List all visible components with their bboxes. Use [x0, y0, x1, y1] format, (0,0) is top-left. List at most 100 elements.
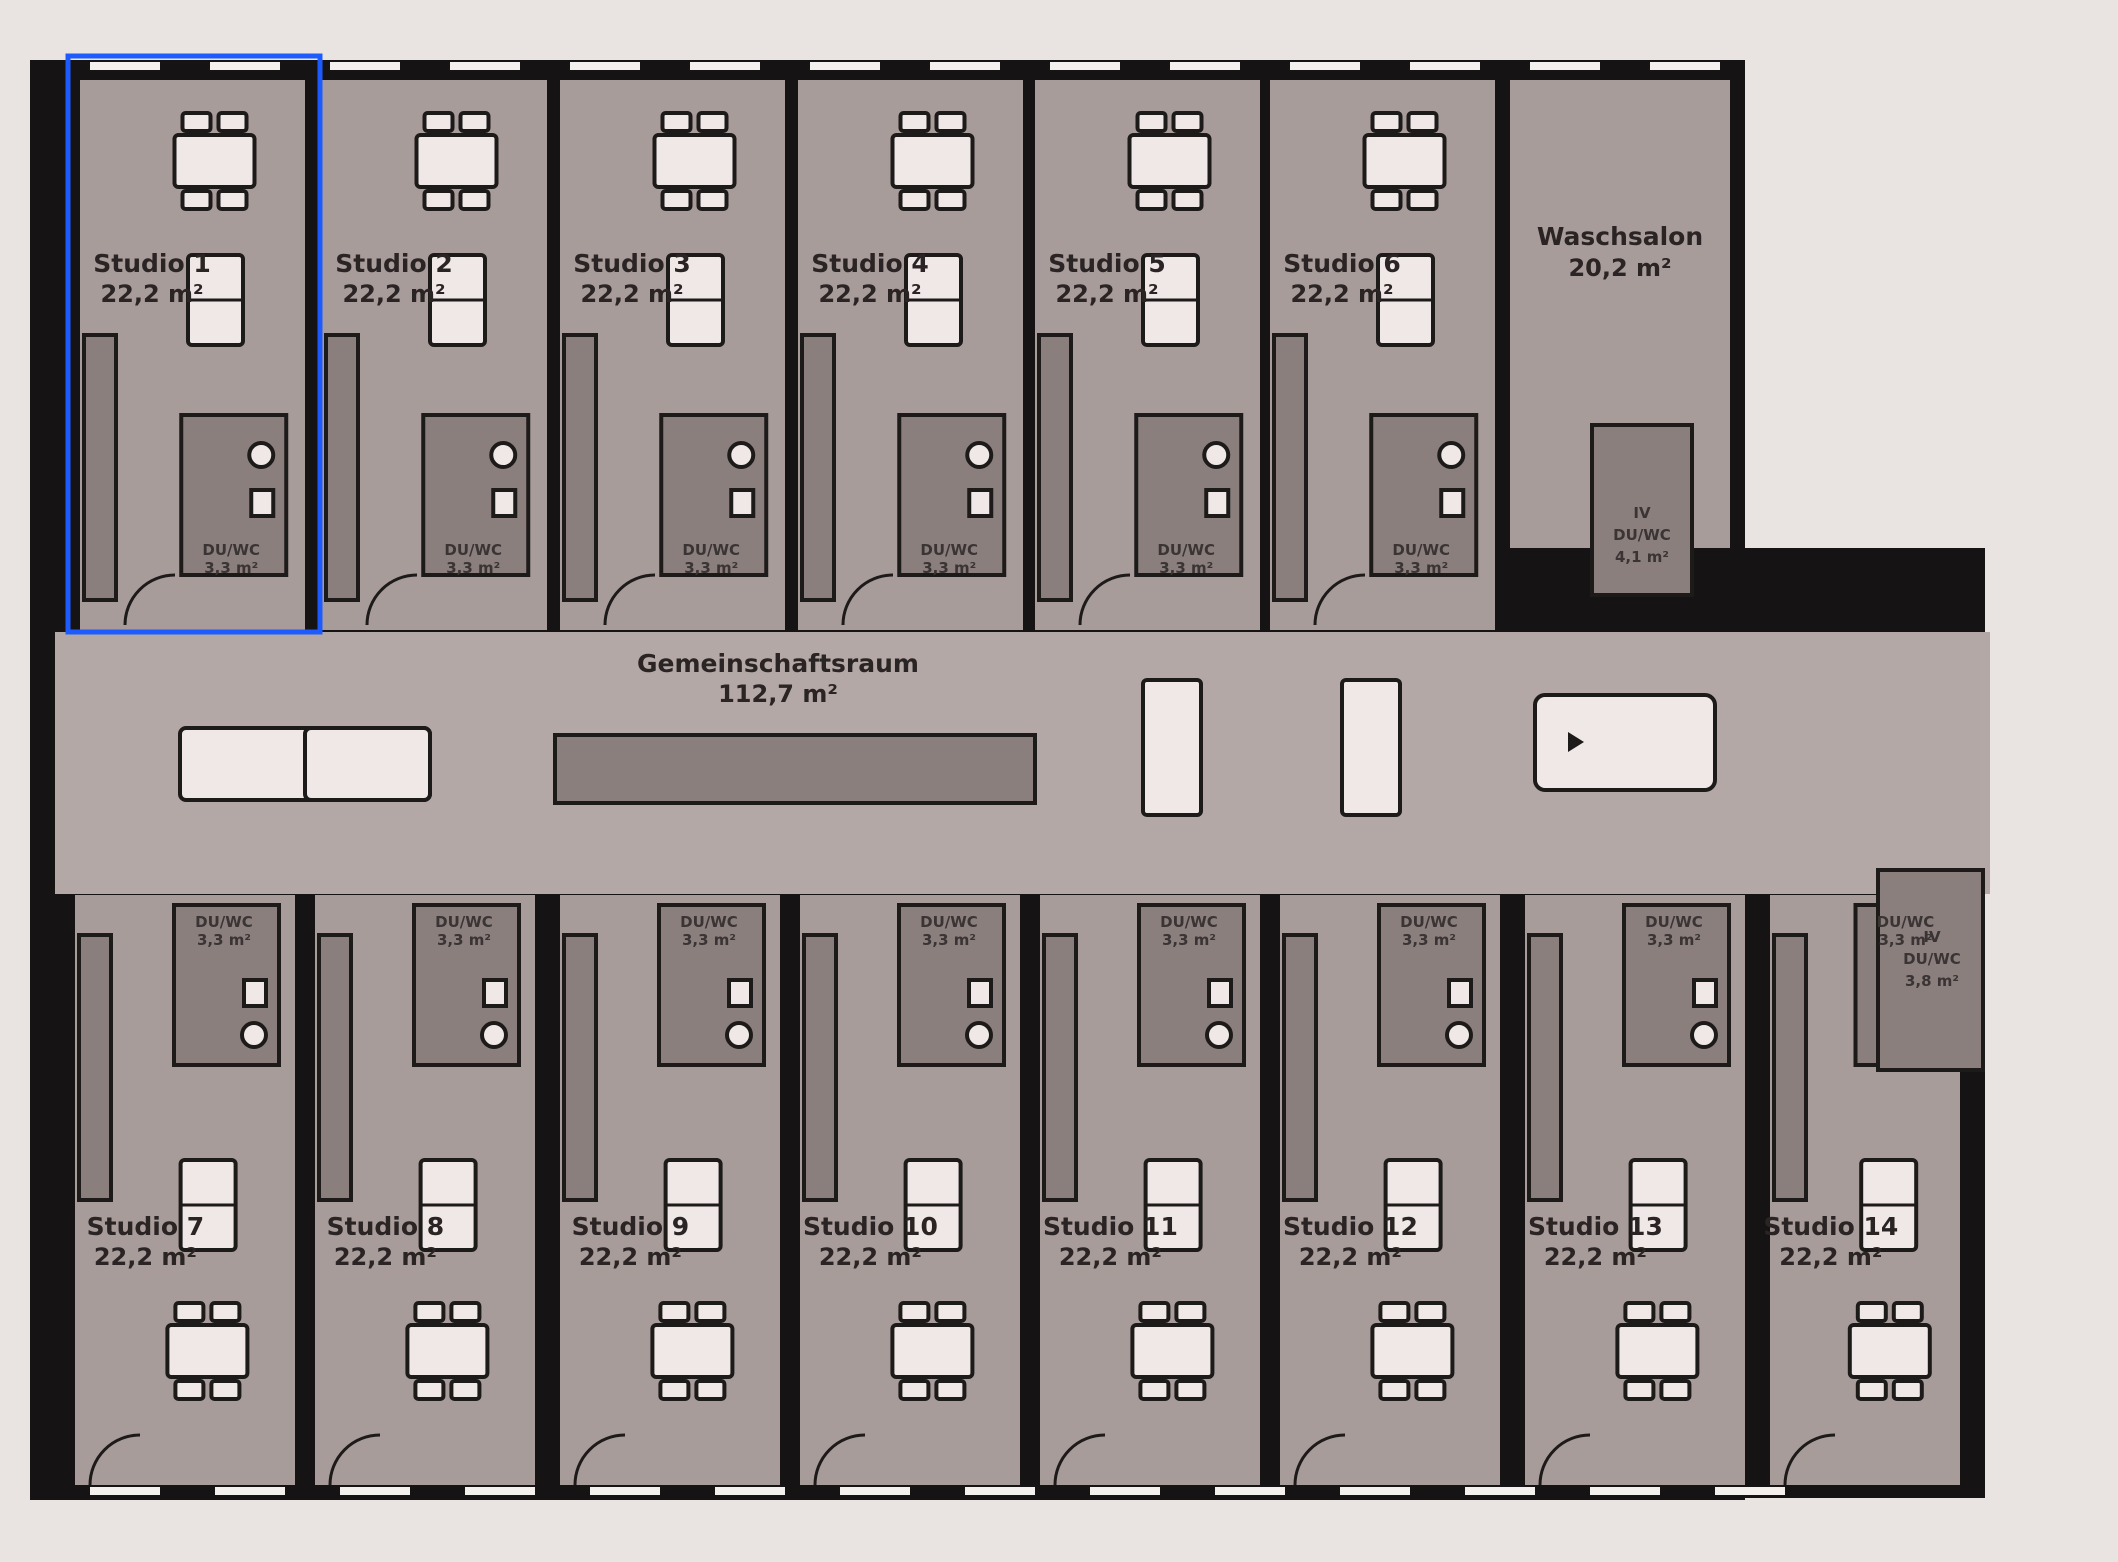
- bath-area: 3,3 m²: [446, 559, 500, 577]
- sink-icon: [1692, 978, 1718, 1008]
- toilet-icon: [965, 441, 994, 469]
- studio-4-area: 22,2 m²: [818, 280, 921, 308]
- chair: [1135, 111, 1168, 133]
- window: [1465, 1487, 1535, 1495]
- dining-table: [1130, 1323, 1215, 1379]
- chair: [422, 111, 455, 133]
- kitchen-counter: [802, 933, 838, 1202]
- chair: [1378, 1301, 1411, 1323]
- studio-3-name: Studio 3: [573, 249, 691, 278]
- bath-area: 3,3 m²: [204, 559, 258, 577]
- chair: [934, 111, 967, 133]
- chair: [1406, 189, 1439, 211]
- chair: [898, 1301, 931, 1323]
- studio-5-area: 22,2 m²: [1055, 280, 1158, 308]
- bath-label: DU/WC: [920, 541, 978, 559]
- chair: [1659, 1379, 1692, 1401]
- sink-icon: [967, 488, 994, 518]
- sink-icon: [1447, 978, 1473, 1008]
- dining-table: [1370, 1323, 1455, 1379]
- chair: [1138, 1379, 1171, 1401]
- iv-bath-1-line1: IV: [1633, 504, 1651, 522]
- window: [1050, 62, 1120, 70]
- window: [1530, 62, 1600, 70]
- kitchen-island: [553, 733, 1037, 805]
- chair: [696, 189, 729, 211]
- studio-5-name: Studio 5: [1048, 249, 1166, 278]
- chair: [1414, 1379, 1447, 1401]
- door-swing: [328, 1433, 381, 1486]
- chair: [1171, 111, 1204, 133]
- chair: [413, 1379, 446, 1401]
- door-swing: [365, 573, 418, 626]
- window: [450, 62, 520, 70]
- door-swing: [841, 573, 894, 626]
- dining-table: [650, 1323, 735, 1379]
- chair: [1138, 1301, 1171, 1323]
- window: [1290, 62, 1360, 70]
- door-swing: [603, 573, 656, 626]
- bath-area: 3,3 m²: [682, 931, 736, 949]
- iv-bath-2-area: 3,8 m²: [1905, 972, 1959, 990]
- chair: [660, 189, 693, 211]
- chair: [934, 1301, 967, 1323]
- studio-6-name: Studio 6: [1283, 249, 1401, 278]
- chair: [934, 189, 967, 211]
- window: [690, 62, 760, 70]
- bath-label: DU/WC: [202, 541, 260, 559]
- dining-table: [165, 1323, 250, 1379]
- toilet-icon: [725, 1021, 753, 1049]
- chair: [413, 1301, 446, 1323]
- chair: [1378, 1379, 1411, 1401]
- bath-area: 3,3 m²: [1159, 559, 1213, 577]
- sofa: [1340, 678, 1402, 817]
- studio-13-name: Studio 13: [1528, 1212, 1663, 1241]
- chair: [898, 1379, 931, 1401]
- kitchen-counter: [324, 333, 360, 602]
- toilet-icon: [240, 1021, 268, 1049]
- studio-14-area: 22,2 m²: [1779, 1243, 1882, 1271]
- studio-1-selection-outline[interactable]: [65, 53, 323, 635]
- chair: [694, 1379, 727, 1401]
- chair: [449, 1379, 482, 1401]
- chair: [1855, 1379, 1888, 1401]
- door-swing: [813, 1433, 866, 1486]
- studio-2-area: 22,2 m²: [342, 280, 445, 308]
- kitchen-counter: [82, 333, 118, 602]
- chair: [1855, 1301, 1888, 1323]
- door-swing: [88, 1433, 141, 1486]
- bath-area: 3,3 m²: [1162, 931, 1216, 949]
- iv-bath-2-line1: IV: [1923, 928, 1941, 946]
- studio-10-name: Studio 10: [803, 1212, 938, 1241]
- toilet-icon: [965, 1021, 993, 1049]
- kitchen-counter: [800, 333, 836, 602]
- chair: [1406, 111, 1439, 133]
- door-swing: [573, 1433, 626, 1486]
- kitchen-counter: [562, 933, 598, 1202]
- bath-label: DU/WC: [435, 913, 493, 931]
- toilet-icon: [1445, 1021, 1473, 1049]
- door-swing: [1293, 1433, 1346, 1486]
- chair: [173, 1379, 206, 1401]
- studio-10-area: 22,2 m²: [819, 1243, 922, 1271]
- window: [1090, 1487, 1160, 1495]
- window: [90, 62, 160, 70]
- kitchen-counter: [562, 333, 598, 602]
- iv-bathroom-2: [1876, 868, 1985, 1072]
- door-swing: [1313, 573, 1366, 626]
- chair: [898, 111, 931, 133]
- bath-label: DU/WC: [444, 541, 502, 559]
- window: [210, 62, 280, 70]
- studio-1-name: Studio 1: [93, 249, 211, 278]
- chair: [216, 111, 249, 133]
- waschsalon-name: Waschsalon: [1537, 222, 1703, 251]
- chair: [1174, 1379, 1207, 1401]
- studio-14-name: Studio 14: [1763, 1212, 1898, 1241]
- kitchen-counter: [1272, 333, 1308, 602]
- kitchen-counter: [1042, 933, 1078, 1202]
- chair: [696, 111, 729, 133]
- door-swing: [1078, 573, 1131, 626]
- dining-table: [1127, 133, 1212, 189]
- chair: [660, 111, 693, 133]
